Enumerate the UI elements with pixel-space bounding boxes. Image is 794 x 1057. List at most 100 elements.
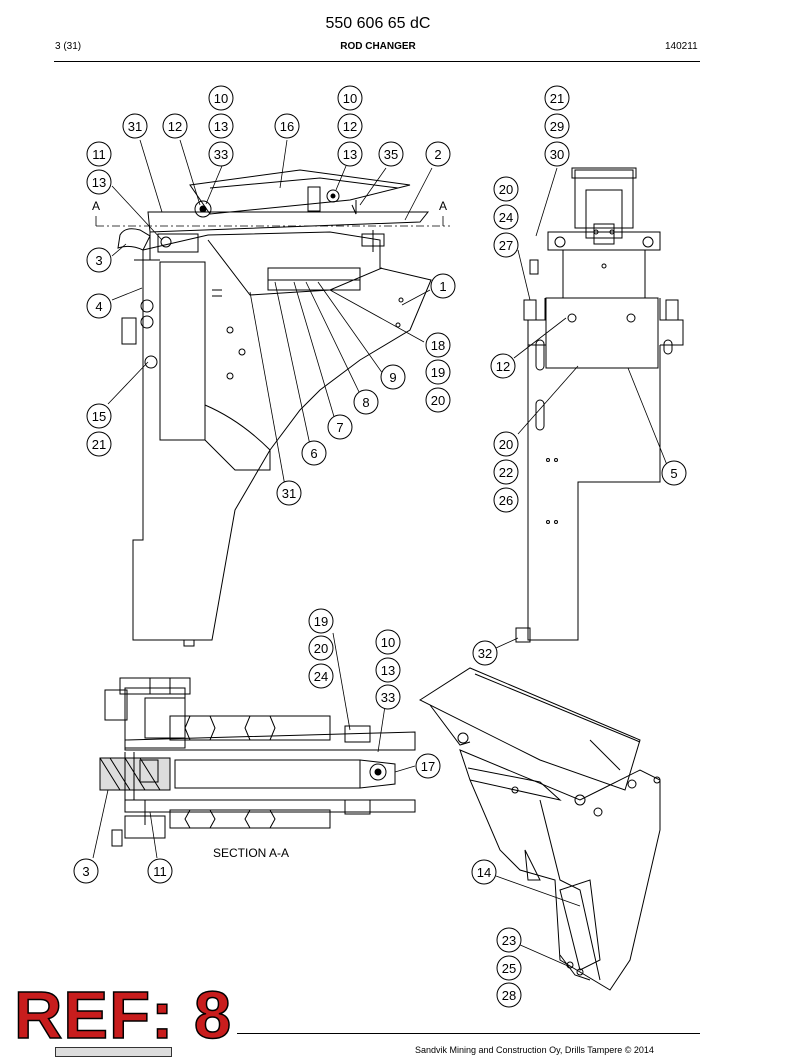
callout-number: 10 xyxy=(343,91,357,106)
callout-number: 20 xyxy=(499,182,513,197)
callout-item: 13 xyxy=(208,113,234,139)
callouts: 10 10 21 31 12 13 16 12 29 11 33 13 35 2… xyxy=(73,85,687,1008)
callout-item: 3 xyxy=(73,858,99,884)
document-number: 550 606 65 dC xyxy=(325,15,431,32)
callout-number: 21 xyxy=(92,437,106,452)
callout-item: 1 xyxy=(430,273,456,299)
callout-number: 13 xyxy=(214,119,228,134)
callout-item: 4 xyxy=(86,293,112,319)
callout-item: 28 xyxy=(496,982,522,1008)
callout-number: 1 xyxy=(439,279,446,294)
callout-number: 20 xyxy=(314,641,328,656)
side-view xyxy=(95,169,450,647)
callout-number: 8 xyxy=(362,395,369,410)
callout-number: 31 xyxy=(282,486,296,501)
callout-number: 7 xyxy=(336,420,343,435)
callout-item: 24 xyxy=(493,204,519,230)
section-view xyxy=(99,677,416,847)
callout-item: 7 xyxy=(327,414,353,440)
callout-number: 33 xyxy=(214,147,228,162)
callout-item: 18 xyxy=(425,332,451,358)
footer-rule xyxy=(237,1033,700,1034)
callout-number: 31 xyxy=(128,119,142,134)
callout-number: 12 xyxy=(496,359,510,374)
isometric-view xyxy=(418,667,661,991)
callout-item: 13 xyxy=(375,657,401,683)
callout-number: 10 xyxy=(381,635,395,650)
callout-item: 24 xyxy=(308,663,334,689)
callout-number: 2 xyxy=(434,147,441,162)
callout-item: 27 xyxy=(493,232,519,258)
callout-item: 21 xyxy=(544,85,570,111)
callout-item: 35 xyxy=(378,141,404,167)
callout-item: 10 xyxy=(337,85,363,111)
callout-number: 19 xyxy=(431,365,445,380)
callout-item: 11 xyxy=(147,858,173,884)
callout-number: 30 xyxy=(550,147,564,162)
callout-number: 18 xyxy=(431,338,445,353)
callout-number: 32 xyxy=(478,646,492,661)
callout-item: 20 xyxy=(493,431,519,457)
footer-copyright: Sandvik Mining and Construction Oy, Dril… xyxy=(415,1045,654,1055)
callout-item: 12 xyxy=(490,353,516,379)
callout-number: 35 xyxy=(384,147,398,162)
section-marker-left: A xyxy=(92,199,100,213)
callout-number: 27 xyxy=(499,238,513,253)
callout-number: 13 xyxy=(381,663,395,678)
callout-item: 13 xyxy=(337,141,363,167)
callout-number: 4 xyxy=(95,299,102,314)
callout-number: 14 xyxy=(477,865,491,880)
callout-number: 19 xyxy=(314,614,328,629)
callout-item: 5 xyxy=(661,460,687,486)
header-rule xyxy=(54,61,700,62)
callout-number: 16 xyxy=(280,119,294,134)
callout-item: 25 xyxy=(496,955,522,981)
callout-item: 16 xyxy=(274,113,300,139)
callout-item: 10 xyxy=(375,629,401,655)
callout-number: 24 xyxy=(499,210,513,225)
callout-number: 29 xyxy=(550,119,564,134)
callout-number: 33 xyxy=(381,690,395,705)
callout-number: 11 xyxy=(153,864,167,879)
callout-item: 14 xyxy=(471,859,497,885)
callout-item: 12 xyxy=(162,113,188,139)
callout-item: 6 xyxy=(301,440,327,466)
callout-item: 9 xyxy=(380,364,406,390)
callout-number: 17 xyxy=(421,759,435,774)
callout-item: 21 xyxy=(86,431,112,457)
callout-item: 33 xyxy=(375,684,401,710)
section-marker-right: A xyxy=(439,199,447,213)
callout-item: 3 xyxy=(86,247,112,273)
callout-number: 20 xyxy=(431,393,445,408)
callout-number: 13 xyxy=(343,147,357,162)
callout-number: 23 xyxy=(502,933,516,948)
callout-number: 12 xyxy=(343,119,357,134)
section-markers: A A SECTION A-A xyxy=(92,199,447,860)
callout-item: 20 xyxy=(308,635,334,661)
page-number: 3 (31) xyxy=(55,41,82,52)
callout-item: 2 xyxy=(425,141,451,167)
callout-number: 3 xyxy=(82,864,89,879)
callout-number: 12 xyxy=(168,119,182,134)
callout-item: 8 xyxy=(353,389,379,415)
callout-item: 20 xyxy=(493,176,519,202)
callout-number: 13 xyxy=(92,175,106,190)
callout-item: 30 xyxy=(544,141,570,167)
callout-number: 22 xyxy=(499,465,513,480)
callout-number: 5 xyxy=(670,466,677,481)
callout-item: 31 xyxy=(122,113,148,139)
callout-item: 19 xyxy=(308,608,334,634)
callout-number: 25 xyxy=(502,961,516,976)
callout-item: 11 xyxy=(86,141,112,167)
callout-item: 12 xyxy=(337,113,363,139)
callout-number: 3 xyxy=(95,253,102,268)
callout-item: 17 xyxy=(415,753,441,779)
callout-number: 11 xyxy=(92,147,106,162)
callout-item: 33 xyxy=(208,141,234,167)
callout-item: 26 xyxy=(493,487,519,513)
callout-number: 26 xyxy=(499,493,513,508)
leader-lines xyxy=(92,139,668,967)
callout-number: 15 xyxy=(92,409,106,424)
callout-item: 15 xyxy=(86,403,112,429)
